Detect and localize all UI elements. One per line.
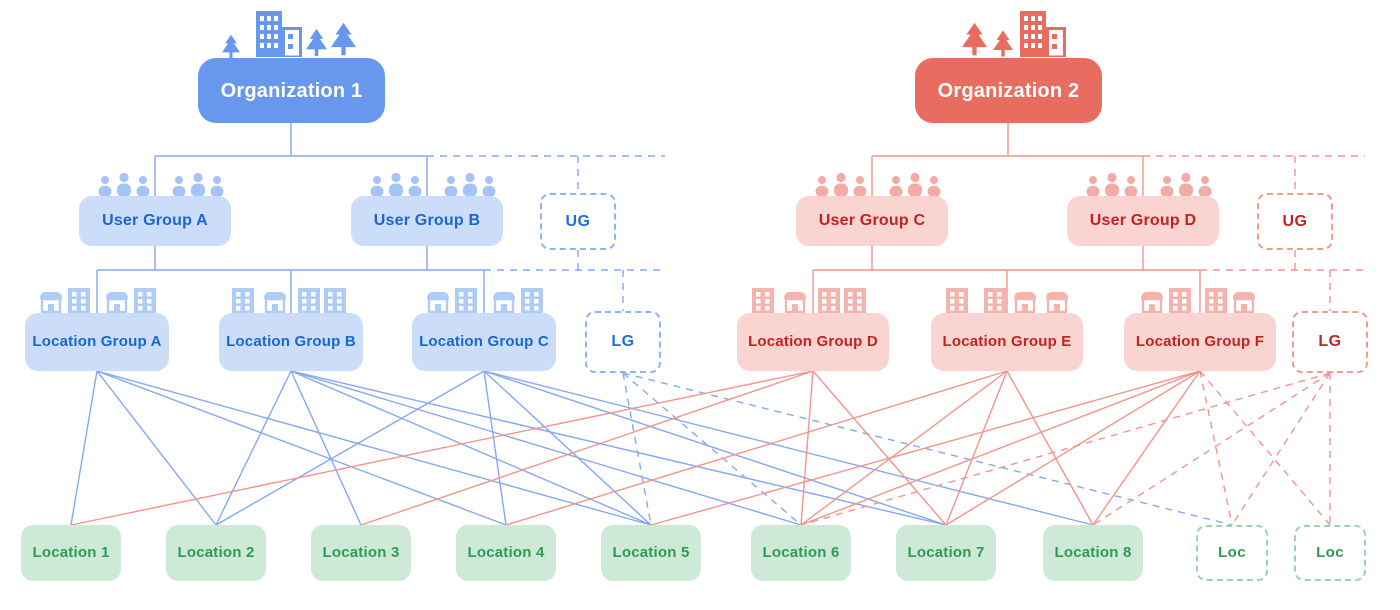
storefront-icon xyxy=(1044,290,1070,314)
people-group-icon xyxy=(1160,173,1212,197)
user-group-placeholder-blue: UG xyxy=(540,193,616,250)
location-8-node: Location 8 xyxy=(1043,525,1143,581)
location-2-node: Location 2 xyxy=(166,525,266,581)
location-6-node: Location 6 xyxy=(751,525,851,581)
storefront-icon xyxy=(425,290,451,314)
people-group-icon xyxy=(98,173,150,197)
small-building-icon xyxy=(752,288,774,314)
tree-icon xyxy=(306,28,327,57)
location-group-placeholder-blue: LG xyxy=(585,311,661,373)
location-placeholder-node: Loc xyxy=(1196,525,1268,581)
location-3-node: Location 3 xyxy=(311,525,411,581)
small-building-icon xyxy=(134,288,156,314)
storefront-icon xyxy=(104,290,130,314)
small-building-icon xyxy=(1205,288,1227,314)
people-group-icon xyxy=(370,173,422,197)
small-building-icon xyxy=(232,288,254,314)
building-icon xyxy=(256,11,302,57)
people-group-icon xyxy=(815,173,867,197)
storefront-icon xyxy=(38,290,64,314)
user-group-a-node: User Group A xyxy=(79,196,231,246)
user-group-placeholder-red: UG xyxy=(1257,193,1333,250)
storefront-icon xyxy=(1231,290,1257,314)
location-4-node: Location 4 xyxy=(456,525,556,581)
organization-1-node: Organization 1 xyxy=(198,58,385,123)
user-group-c-node: User Group C xyxy=(796,196,948,246)
building-icon xyxy=(1020,11,1066,57)
small-building-icon xyxy=(298,288,320,314)
people-group-icon xyxy=(889,173,941,197)
storefront-icon xyxy=(782,290,808,314)
location-group-f-node: Location Group F xyxy=(1124,313,1276,371)
tree-icon xyxy=(993,30,1013,57)
small-building-icon xyxy=(455,288,477,314)
storefront-icon xyxy=(1139,290,1165,314)
small-building-icon xyxy=(324,288,346,314)
small-building-icon xyxy=(68,288,90,314)
location-group-placeholder-red: LG xyxy=(1292,311,1368,373)
location-group-d-node: Location Group D xyxy=(737,313,889,371)
location-1-node: Location 1 xyxy=(21,525,121,581)
small-building-icon xyxy=(844,288,866,314)
location-7-node: Location 7 xyxy=(896,525,996,581)
small-building-icon xyxy=(1169,288,1191,314)
people-group-icon xyxy=(172,173,224,197)
small-building-icon xyxy=(818,288,840,314)
small-building-icon xyxy=(946,288,968,314)
location-group-a-node: Location Group A xyxy=(25,313,169,371)
tree-icon xyxy=(331,22,356,56)
location-5-node: Location 5 xyxy=(601,525,701,581)
people-group-icon xyxy=(444,173,496,197)
location-group-e-node: Location Group E xyxy=(931,313,1083,371)
storefront-icon xyxy=(262,290,288,314)
location-placeholder-node: Loc xyxy=(1294,525,1366,581)
user-group-d-node: User Group D xyxy=(1067,196,1219,246)
user-group-b-node: User Group B xyxy=(351,196,503,246)
storefront-icon xyxy=(1012,290,1038,314)
location-group-b-node: Location Group B xyxy=(219,313,363,371)
small-building-icon xyxy=(984,288,1006,314)
small-building-icon xyxy=(521,288,543,314)
tree-icon xyxy=(962,22,987,56)
storefront-icon xyxy=(491,290,517,314)
organization-2-node: Organization 2 xyxy=(915,58,1102,123)
tree-icon xyxy=(222,34,240,59)
people-group-icon xyxy=(1086,173,1138,197)
location-group-c-node: Location Group C xyxy=(412,313,556,371)
